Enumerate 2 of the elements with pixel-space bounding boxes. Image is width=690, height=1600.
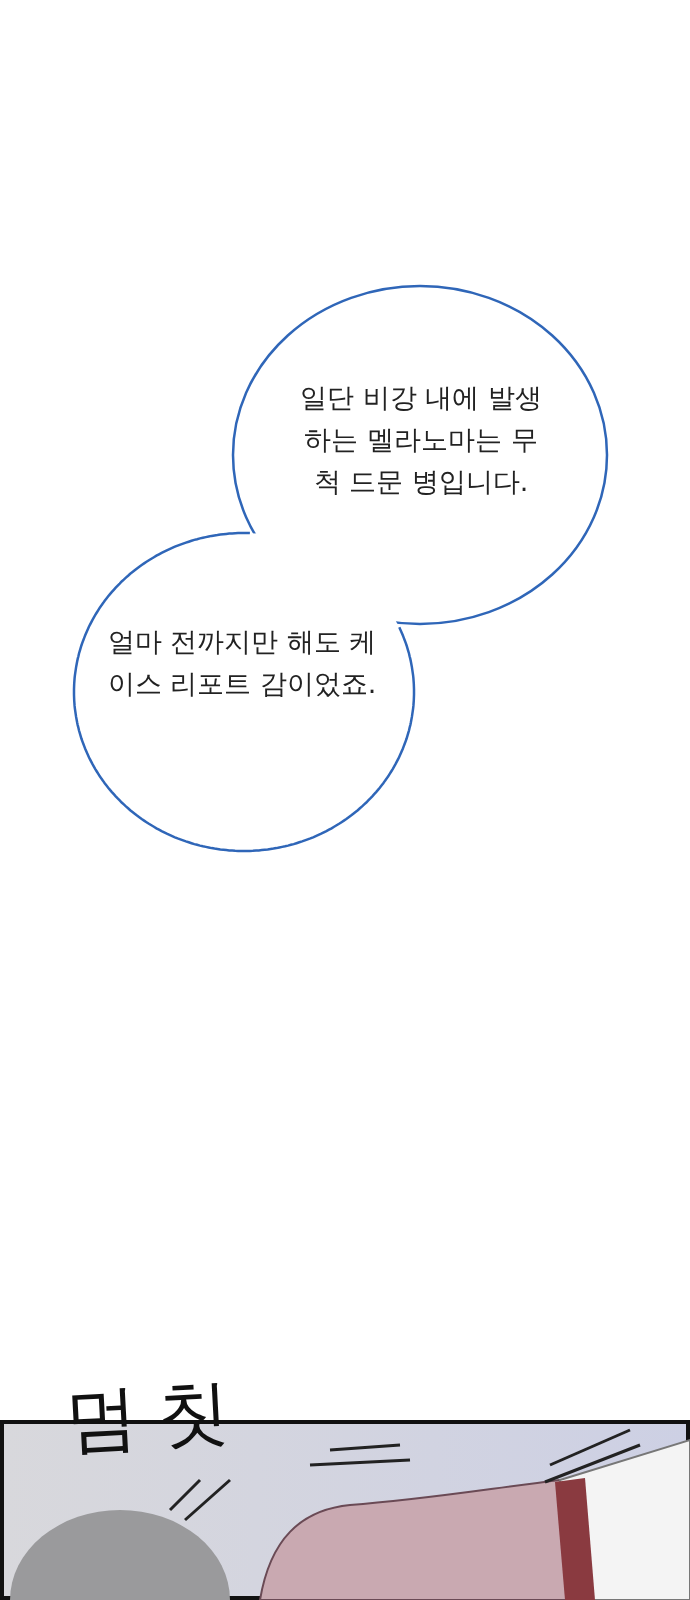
dialogue-text: 얼마 전까지만 해도 케이스 리포트 감이었죠. [106, 625, 378, 701]
dialogue-text: 일단 비강 내에 발생하는 멜라노마는 무척 드문 병입니다. [299, 381, 543, 499]
